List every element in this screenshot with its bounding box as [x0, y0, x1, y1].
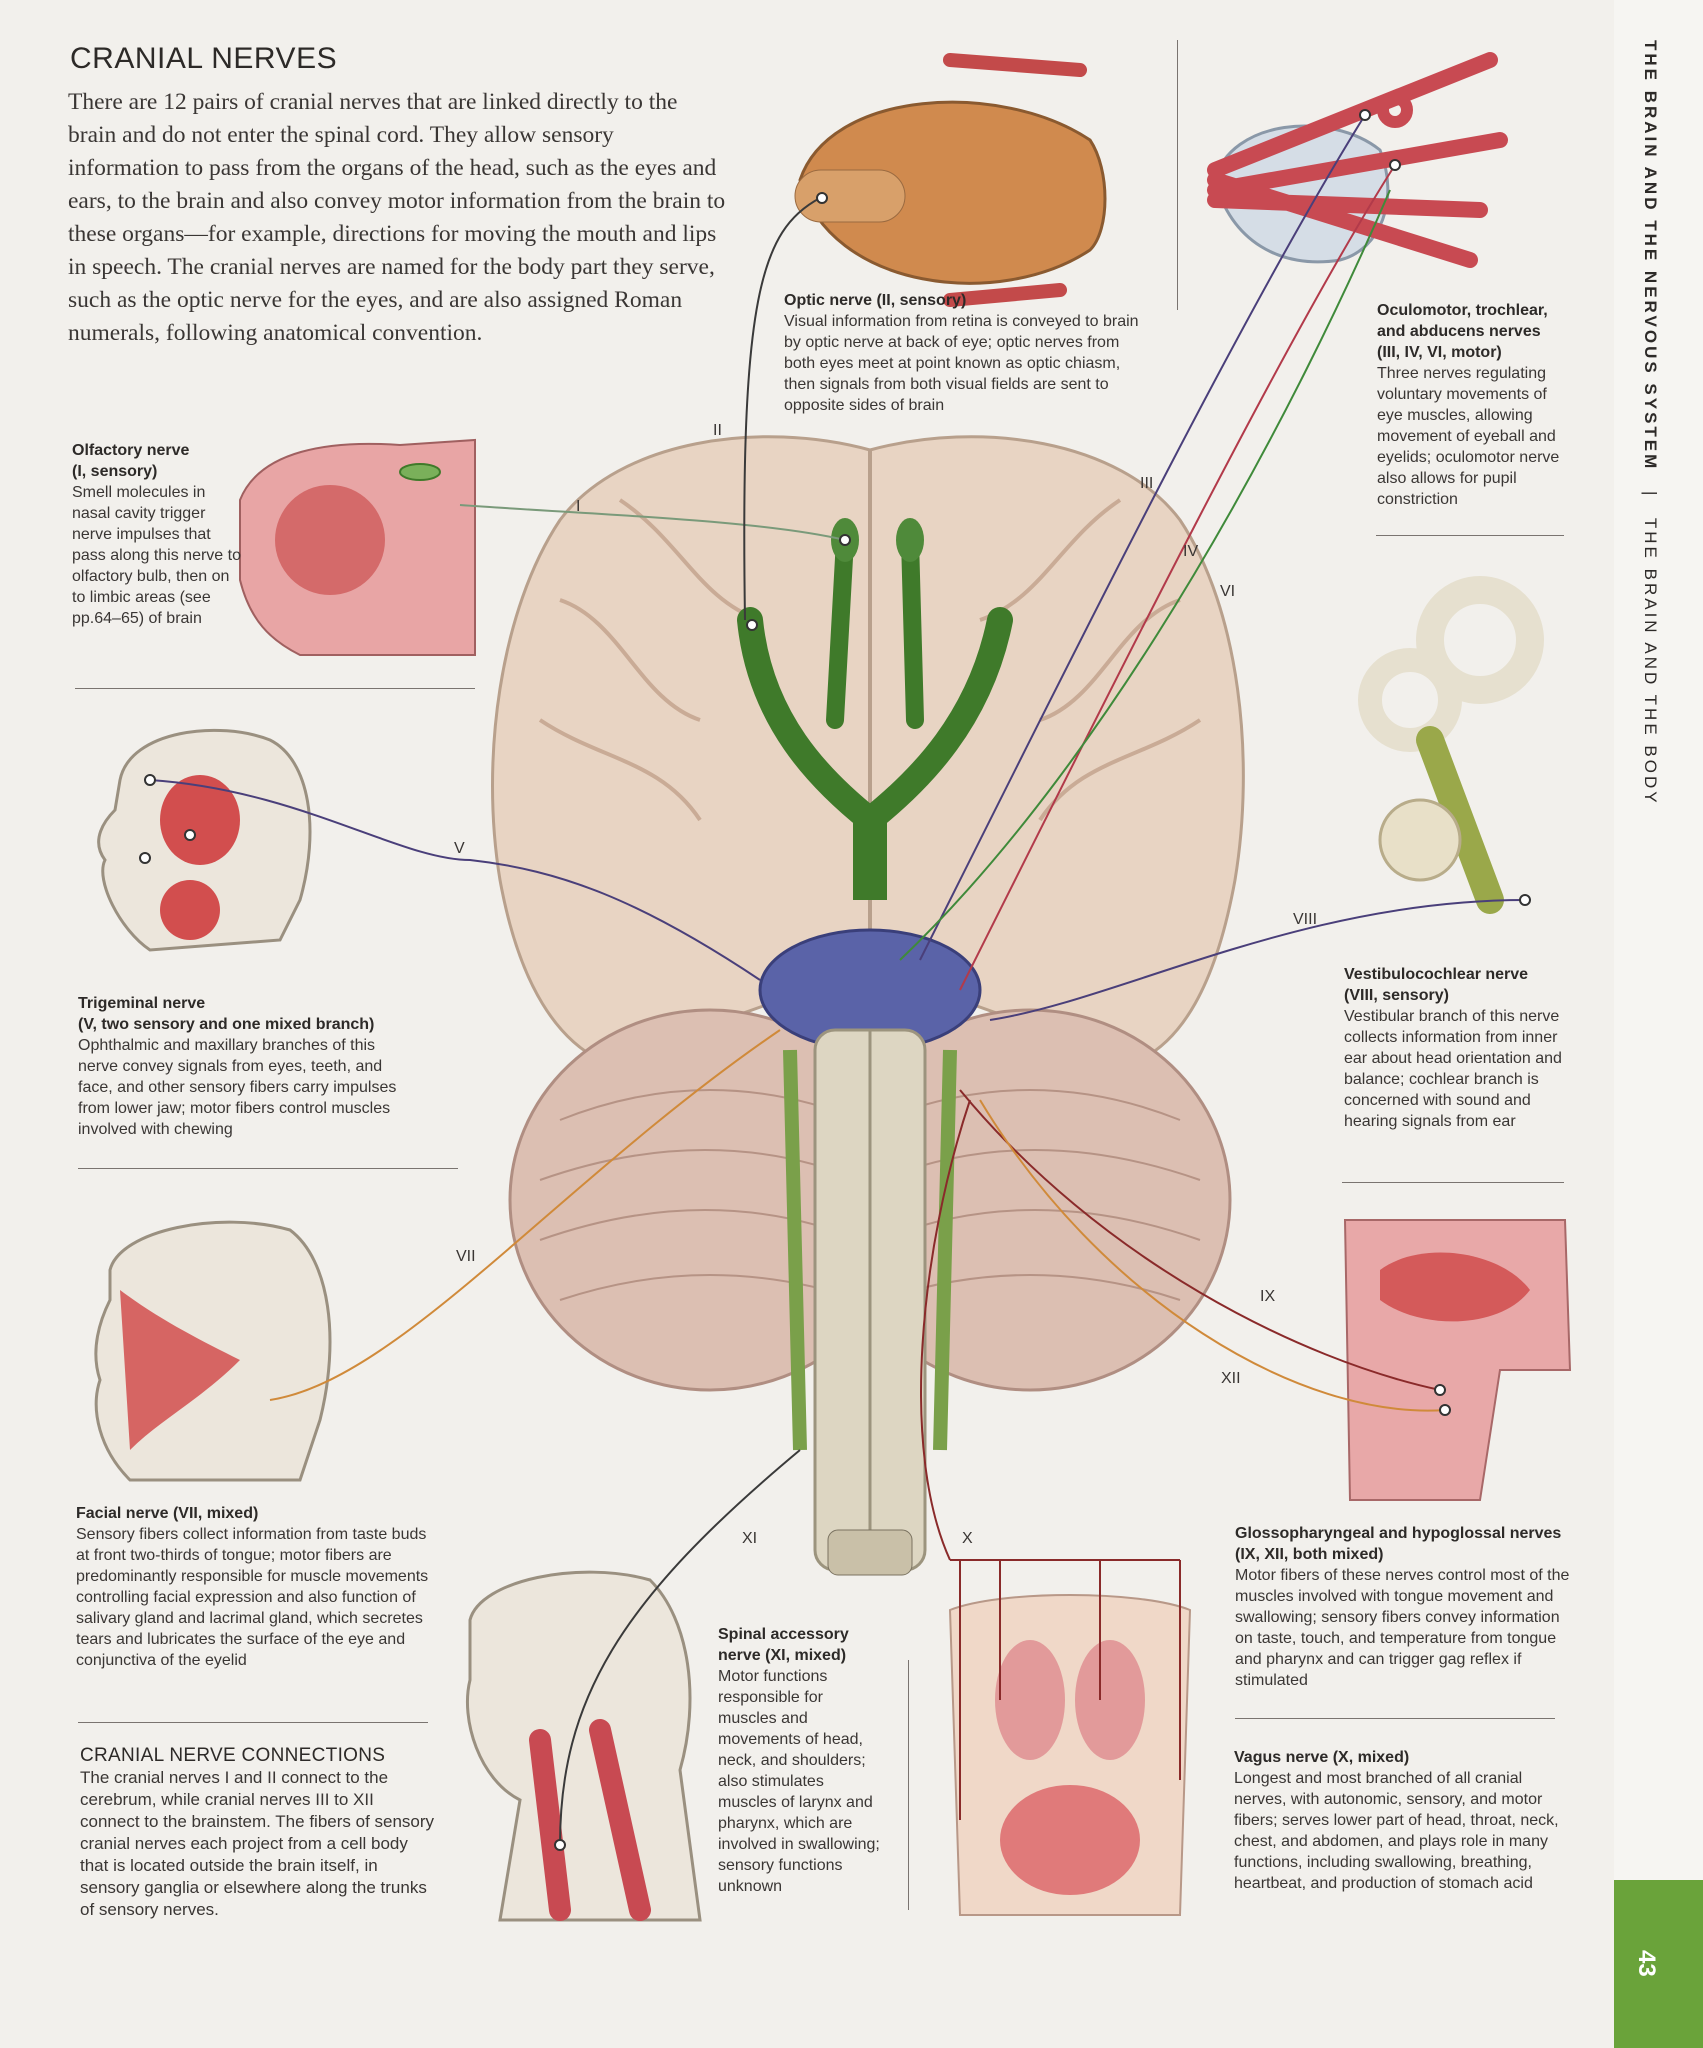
numeral-vi: VI: [1220, 583, 1235, 601]
numeral-iii: III: [1140, 475, 1153, 493]
page-number: 43: [1632, 1950, 1660, 1977]
intro-paragraph: There are 12 pairs of cranial nerves tha…: [68, 86, 728, 350]
oculomotor-body: Three nerves regulating voluntary moveme…: [1377, 365, 1559, 508]
throat-illustration: [1345, 1220, 1570, 1500]
connections-body: The cranial nerves I and II connect to t…: [80, 1767, 435, 1921]
accessory-caption: Spinal accessory nerve (XI, mixed) Motor…: [718, 1624, 883, 1897]
facial-body: Sensory fibers collect information from …: [76, 1526, 428, 1669]
numeral-xii: XII: [1221, 1370, 1241, 1388]
vestibulocochlear-body: Vestibular branch of this nerve collects…: [1344, 1008, 1562, 1130]
glossopharyngeal-title: Glossopharyngeal and hypoglossal nerves …: [1235, 1525, 1561, 1563]
numeral-ii: II: [713, 422, 722, 440]
oculomotor-subtitle: (III, IV, VI, motor): [1377, 344, 1502, 361]
vagus-body: Longest and most branched of all cranial…: [1234, 1770, 1559, 1892]
inner-ear-illustration: [1370, 590, 1530, 900]
facial-title: Facial nerve (VII, mixed): [76, 1505, 258, 1522]
connections-box: CRANIAL NERVE CONNECTIONS The cranial ne…: [80, 1745, 435, 1921]
divider: [78, 1168, 458, 1169]
accessory-title: Spinal accessory nerve (XI, mixed): [718, 1626, 849, 1664]
olfactory-title: Olfactory nerve: [72, 442, 189, 459]
vagus-caption: Vagus nerve (X, mixed) Longest and most …: [1234, 1747, 1564, 1894]
sidebar-section-label: THE BRAIN AND THE NERVOUS SYSTEM | THE B…: [1640, 40, 1660, 806]
divider: [1235, 1718, 1555, 1719]
numeral-x: X: [962, 1530, 973, 1548]
vestibulocochlear-subtitle: (VIII, sensory): [1344, 987, 1449, 1004]
facial-head-illustration: [96, 1222, 330, 1480]
olfactory-body: Smell molecules in nasal cavity trigger …: [72, 484, 241, 627]
optic-body: Visual information from retina is convey…: [784, 313, 1139, 414]
trigeminal-subtitle: (V, two sensory and one mixed branch): [78, 1016, 374, 1033]
divider: [75, 688, 475, 689]
vestibulocochlear-title: Vestibulocochlear nerve: [1344, 966, 1528, 983]
page-title: CRANIAL NERVES: [70, 42, 337, 76]
glossopharyngeal-body: Motor fibers of these nerves control mos…: [1235, 1567, 1569, 1689]
trigeminal-title: Trigeminal nerve: [78, 995, 205, 1012]
divider: [78, 1722, 428, 1723]
numeral-v: V: [454, 840, 465, 858]
sidebar-chapter: THE BRAIN AND THE NERVOUS SYSTEM: [1641, 40, 1660, 471]
sidebar-section: THE BRAIN AND THE BODY: [1641, 518, 1660, 806]
trigeminal-body: Ophthalmic and maxillary branches of thi…: [78, 1037, 396, 1138]
divider: [908, 1660, 909, 1910]
accessory-body: Motor functions responsible for muscles …: [718, 1668, 880, 1895]
torso-illustration: [950, 1595, 1190, 1915]
optic-caption: Optic nerve (II, sensory) Visual informa…: [784, 290, 1144, 416]
glossopharyngeal-caption: Glossopharyngeal and hypoglossal nerves …: [1235, 1523, 1570, 1691]
numeral-vii: VII: [456, 1248, 476, 1266]
numeral-viii: VIII: [1293, 911, 1317, 929]
numeral-xi: XI: [742, 1530, 757, 1548]
divider: [1376, 535, 1564, 536]
optic-title: Optic nerve (II, sensory): [784, 292, 966, 309]
numeral-iv: IV: [1183, 543, 1198, 561]
olfactory-caption: Olfactory nerve (I, sensory) Smell molec…: [72, 440, 242, 629]
vagus-title: Vagus nerve (X, mixed): [1234, 1749, 1409, 1766]
oculomotor-title: Oculomotor, trochlear, and abducens nerv…: [1377, 302, 1548, 340]
facial-caption: Facial nerve (VII, mixed) Sensory fibers…: [76, 1503, 431, 1671]
numeral-i: I: [576, 498, 580, 516]
divider: [1177, 40, 1178, 310]
eye-muscles-illustration: [1215, 60, 1500, 262]
nasal-cavity-illustration: [240, 440, 475, 655]
sidebar-separator: |: [1641, 491, 1660, 498]
oculomotor-caption: Oculomotor, trochlear, and abducens nerv…: [1377, 300, 1577, 510]
trigeminal-head-illustration: [99, 730, 310, 950]
trigeminal-caption: Trigeminal nerve (V, two sensory and one…: [78, 993, 418, 1140]
vestibulocochlear-caption: Vestibulocochlear nerve (VIII, sensory) …: [1344, 964, 1569, 1132]
connections-title: CRANIAL NERVE CONNECTIONS: [80, 1745, 435, 1767]
neck-illustration: [467, 1572, 700, 1920]
olfactory-subtitle: (I, sensory): [72, 463, 157, 480]
eye-optic-illustration: [795, 60, 1105, 300]
numeral-ix: IX: [1260, 1288, 1275, 1306]
divider: [1342, 1182, 1564, 1183]
